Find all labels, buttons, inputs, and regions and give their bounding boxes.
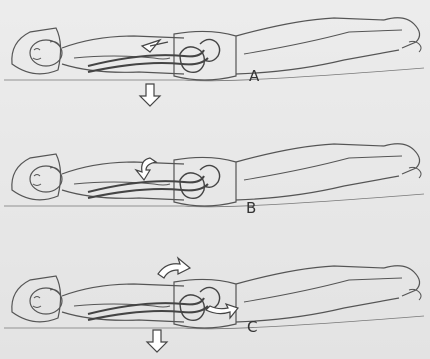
panel-label-b: B bbox=[246, 199, 256, 217]
panel-a-figure bbox=[4, 18, 424, 106]
curved-arrow-icon bbox=[206, 304, 238, 318]
curved-arrow-icon bbox=[158, 258, 190, 278]
panel-b-figure bbox=[4, 144, 424, 207]
down-arrow-icon bbox=[147, 330, 167, 352]
panel-label-a: A bbox=[249, 67, 259, 85]
down-arrow-icon bbox=[140, 84, 160, 106]
curved-arrow-icon bbox=[136, 158, 156, 180]
panel-label-c: C bbox=[247, 318, 257, 336]
curved-arrow-icon bbox=[142, 40, 168, 52]
panel-c-figure bbox=[4, 258, 424, 352]
